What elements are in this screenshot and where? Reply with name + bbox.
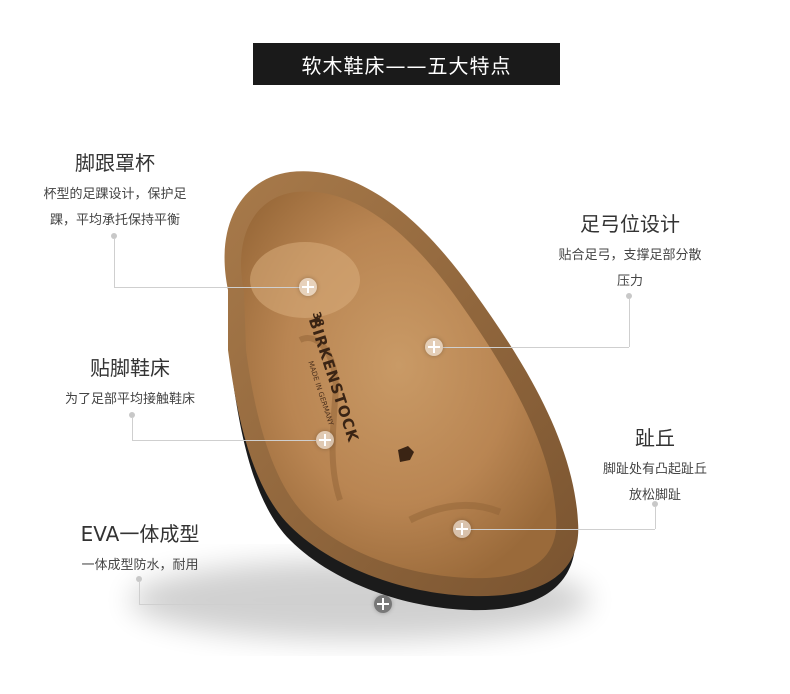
feature-desc-line: 压力 <box>616 274 643 289</box>
connector-line <box>655 506 656 529</box>
feature-desc-line: 杯型的足踝设计，保护足 <box>43 187 187 202</box>
hotspot-plus-icon[interactable] <box>374 595 392 613</box>
feature-title: 趾丘 <box>635 426 675 450</box>
feature-desc-line: 踝，平均承托保持平衡 <box>49 213 180 228</box>
connector-line <box>443 347 629 348</box>
feature-toe-bar: 趾丘 脚趾处有凸起趾丘 放松脚趾 <box>570 422 740 509</box>
connector-line <box>114 238 115 287</box>
connector-line <box>132 440 316 441</box>
feature-desc-line: 贴合足弓，支撑足部分散 <box>558 248 702 263</box>
feature-heel-cup: 脚跟罩杯 杯型的足踝设计，保护足 踝，平均承托保持平衡 <box>20 147 210 234</box>
connector-dot <box>129 412 135 418</box>
feature-arch-support: 足弓位设计 贴合足弓，支撑足部分散 压力 <box>530 208 730 295</box>
feature-title: 脚跟罩杯 <box>75 151 155 175</box>
connector-line <box>470 529 655 530</box>
feature-desc-line: 一体成型防水，耐用 <box>81 558 199 573</box>
connector-dot <box>111 233 117 239</box>
page-title: 软木鞋床——五大特点 <box>253 43 560 85</box>
connector-line <box>629 298 630 347</box>
feature-desc-line: 为了足部平均接触鞋床 <box>64 392 195 407</box>
connector-line <box>139 581 140 604</box>
connector-line <box>139 604 375 605</box>
feature-title: 足弓位设计 <box>580 212 680 236</box>
hotspot-plus-icon[interactable] <box>316 431 334 449</box>
hotspot-plus-icon[interactable] <box>453 520 471 538</box>
connector-dot <box>652 501 658 507</box>
connector-dot <box>626 293 632 299</box>
hotspot-plus-icon[interactable] <box>425 338 443 356</box>
feature-eva-sole: EVA一体成型 一体成型防水，耐用 <box>45 518 235 579</box>
feature-desc-line: 脚趾处有凸起趾丘 <box>602 462 707 477</box>
feature-footbed: 贴脚鞋床 为了足部平均接触鞋床 <box>40 352 220 413</box>
feature-title: EVA一体成型 <box>80 522 200 546</box>
connector-dot <box>136 576 142 582</box>
hotspot-plus-icon[interactable] <box>299 278 317 296</box>
feature-title: 贴脚鞋床 <box>90 356 170 380</box>
connector-line <box>114 287 300 288</box>
connector-line <box>132 417 133 440</box>
feature-desc-line: 放松脚趾 <box>628 488 681 503</box>
